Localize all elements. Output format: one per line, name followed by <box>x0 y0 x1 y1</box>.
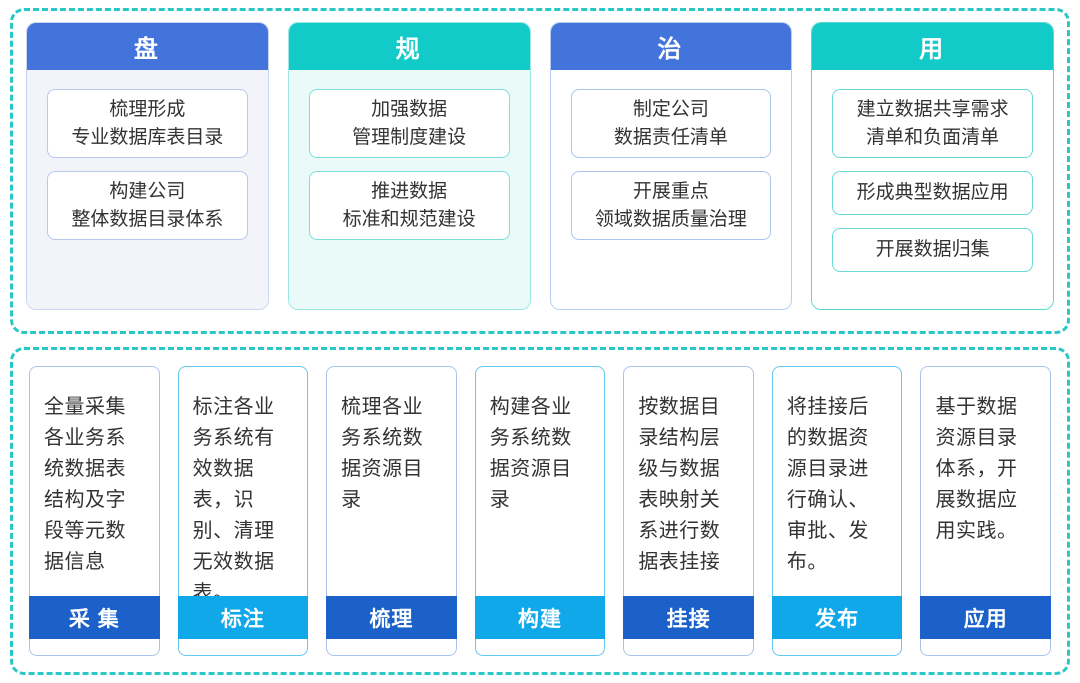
step-label-bar: 构建 <box>474 596 606 639</box>
top-card-item: 推进数据 标准和规范建设 <box>308 171 510 241</box>
step-label-bar: 梳理 <box>326 596 457 639</box>
top-card-header: 治 <box>550 23 792 70</box>
top-section: 盘 梳理形成 专业数据库表目录 构建公司 整体数据目录体系 规 加强数据 管理制… <box>10 8 1070 334</box>
top-card-body: 建立数据共享需求 清单和负面清单 形成典型数据应用 开展数据归集 <box>812 70 1053 309</box>
top-card-item: 梳理形成 专业数据库表目录 <box>47 89 248 159</box>
bottom-section: 全量采集各业务系统数据表结构及字段等元数据信息 采 集 标注各业务系统有效数据表… <box>10 347 1070 675</box>
step-description: 梳理各业务系统数据资源目录 <box>341 396 424 511</box>
top-card-item: 构建公司 整体数据目录体系 <box>47 171 248 241</box>
top-card-item: 形成典型数据应用 <box>832 171 1033 216</box>
top-card-item: 制定公司 数据责任清单 <box>570 89 772 159</box>
top-card-item: 开展重点 领域数据质量治理 <box>570 171 772 241</box>
top-card-body: 梳理形成 专业数据库表目录 构建公司 整体数据目录体系 <box>27 70 268 309</box>
top-card-body: 制定公司 数据责任清单 开展重点 领域数据质量治理 <box>550 70 792 309</box>
step-label-bar: 标注 <box>177 596 309 639</box>
top-card-header: 用 <box>812 23 1053 70</box>
step-description: 按数据目录结构层级与数据表映射关系进行数据表挂接 <box>638 396 721 573</box>
step-card-mount: 按数据目录结构层级与数据表映射关系进行数据表挂接 挂接 <box>623 366 754 656</box>
top-card-header: 盘 <box>27 23 268 70</box>
step-description: 全量采集各业务系统数据表结构及字段等元数据信息 <box>44 396 126 573</box>
step-card-publish: 将挂接后的数据资源目录进行确认、审批、发布。 发布 <box>771 366 903 656</box>
step-card-annotate: 标注各业务系统有效数据表，识别、清理无效数据表。 标注 <box>177 366 309 656</box>
top-card-gui: 规 加强数据 管理制度建设 推进数据 标准和规范建设 <box>287 22 531 310</box>
top-card-pan: 盘 梳理形成 专业数据库表目录 构建公司 整体数据目录体系 <box>26 22 269 310</box>
step-card-apply: 基于数据资源目录体系，开展数据应用实践。 应用 <box>920 366 1052 656</box>
step-description: 将挂接后的数据资源目录进行确认、审批、发布。 <box>786 396 869 573</box>
step-card-collect: 全量采集各业务系统数据表结构及字段等元数据信息 采 集 <box>29 366 160 656</box>
step-card-organize: 梳理各业务系统数据资源目录 梳理 <box>326 366 457 656</box>
top-card-header: 规 <box>288 23 530 70</box>
top-card-yong: 用 建立数据共享需求 清单和负面清单 形成典型数据应用 开展数据归集 <box>811 22 1054 310</box>
top-card-body: 加强数据 管理制度建设 推进数据 标准和规范建设 <box>288 70 530 309</box>
top-card-item: 建立数据共享需求 清单和负面清单 <box>832 89 1033 159</box>
step-description: 标注各业务系统有效数据表，识别、清理无效数据表。 <box>192 396 275 604</box>
top-card-zhi: 治 制定公司 数据责任清单 开展重点 领域数据质量治理 <box>549 22 793 310</box>
step-label-bar: 采 集 <box>29 596 160 639</box>
step-label-bar: 应用 <box>920 596 1052 639</box>
step-label-bar: 发布 <box>771 596 903 639</box>
step-card-construct: 构建各业务系统数据资源目录 构建 <box>474 366 606 656</box>
top-card-item: 加强数据 管理制度建设 <box>308 89 510 159</box>
step-label-bar: 挂接 <box>623 596 754 639</box>
step-description: 构建各业务系统数据资源目录 <box>489 396 572 511</box>
step-description: 基于数据资源目录体系，开展数据应用实践。 <box>935 396 1018 542</box>
top-card-item: 开展数据归集 <box>832 228 1033 273</box>
